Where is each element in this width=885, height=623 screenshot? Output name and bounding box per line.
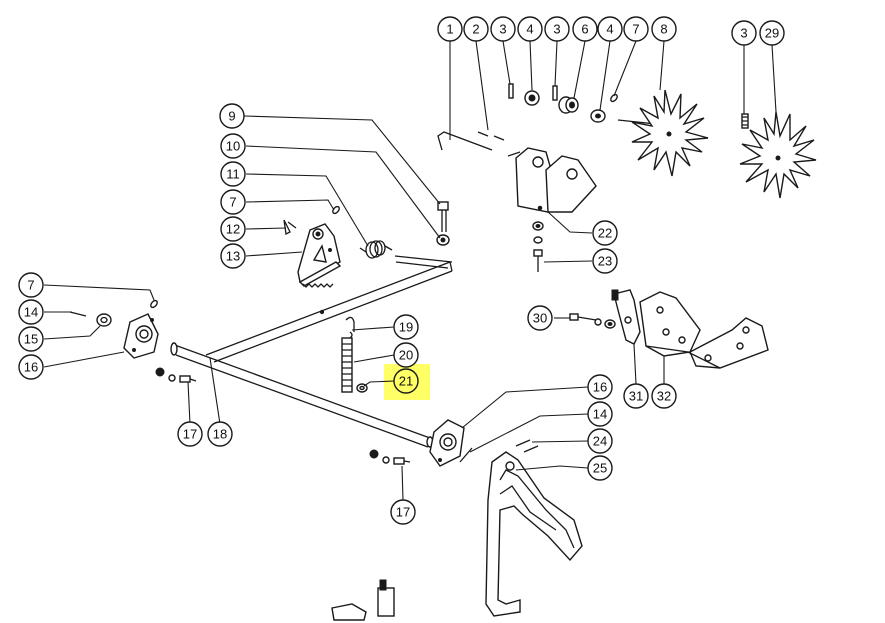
callout-label: 24 — [593, 434, 607, 449]
callout-c-11: 11 — [220, 161, 246, 187]
callout-c-3c: 3 — [731, 20, 757, 46]
callout-c-23: 23 — [592, 248, 618, 274]
callout-label: 2 — [472, 22, 479, 37]
callout-c-15: 15 — [18, 326, 44, 352]
callout-label: 16 — [593, 380, 607, 395]
callout-c-13: 13 — [220, 243, 246, 269]
callout-label: 3 — [553, 22, 560, 37]
clip-12 — [283, 219, 297, 235]
callout-label: 20 — [399, 348, 413, 363]
left-bearing-16 — [69, 299, 197, 383]
callout-label: 8 — [660, 22, 667, 37]
callout-c-8: 8 — [651, 16, 677, 42]
bracket-32 — [639, 291, 769, 369]
callout-label: 1 — [446, 22, 453, 37]
bolt-9 — [436, 201, 450, 246]
ratchet-bracket-13 — [297, 205, 342, 288]
callout-c-4a: 4 — [517, 16, 543, 42]
callout-label: 30 — [533, 311, 547, 326]
callout-c-7a: 7 — [623, 16, 649, 42]
callout-c-25: 25 — [587, 455, 613, 481]
callout-c-19: 19 — [393, 314, 419, 340]
callout-label: 14 — [593, 407, 607, 422]
callout-c-2: 2 — [463, 16, 489, 42]
frame-rail — [205, 255, 453, 363]
callout-label: 4 — [606, 22, 613, 37]
callout-label: 16 — [24, 360, 38, 375]
callout-c-18: 18 — [207, 421, 233, 447]
callout-label: 6 — [581, 22, 588, 37]
callout-c-7b: 7 — [220, 189, 246, 215]
arm-25 — [485, 439, 583, 617]
star-wheel-29 — [739, 111, 817, 199]
callout-c-20: 20 — [393, 342, 419, 368]
callout-label: 10 — [226, 139, 240, 154]
callout-label: 3 — [740, 26, 747, 41]
callout-c-32: 32 — [651, 383, 677, 409]
bracket-22 — [515, 147, 597, 272]
callout-label: 13 — [226, 249, 240, 264]
callout-c-31: 31 — [623, 383, 649, 409]
callout-c-22: 22 — [592, 220, 618, 246]
callout-label: 23 — [598, 254, 612, 269]
callout-label: 18 — [213, 427, 227, 442]
callout-label: 17 — [183, 427, 197, 442]
callout-c-21: 21 — [393, 368, 419, 394]
callout-label: 21 — [399, 374, 413, 389]
callout-c-29: 29 — [759, 20, 785, 46]
callout-label: 9 — [228, 109, 235, 124]
callout-label: 29 — [765, 26, 779, 41]
callout-label: 12 — [226, 222, 240, 237]
callout-label: 32 — [657, 389, 671, 404]
callout-label: 14 — [24, 305, 38, 320]
callout-c-24: 24 — [587, 428, 613, 454]
callout-c-3b: 3 — [544, 16, 570, 42]
callout-c-17b: 17 — [390, 499, 416, 525]
callout-label: 3 — [499, 22, 506, 37]
callout-c-16b: 16 — [587, 374, 613, 400]
callout-c-30: 30 — [527, 305, 553, 331]
callout-c-12: 12 — [220, 216, 246, 242]
leader-lines — [43, 40, 777, 501]
callout-c-7c: 7 — [18, 272, 44, 298]
callout-label: 15 — [24, 332, 38, 347]
callout-c-14b: 14 — [587, 401, 613, 427]
callout-c-9: 9 — [219, 103, 245, 129]
star-wheel-8 — [631, 89, 709, 177]
callout-c-10: 10 — [220, 133, 246, 159]
callout-label: 4 — [526, 22, 533, 37]
bottom-partial-parts — [331, 579, 395, 621]
tension-spring-20 — [341, 316, 368, 393]
callout-label: 7 — [229, 195, 236, 210]
callout-c-6: 6 — [572, 16, 598, 42]
callout-label: 7 — [632, 22, 639, 37]
callout-c-3a: 3 — [490, 16, 516, 42]
callout-c-16a: 16 — [18, 354, 44, 380]
callout-label: 17 — [396, 505, 410, 520]
top-pin-1 — [437, 83, 657, 157]
callout-c-14a: 14 — [18, 299, 44, 325]
right-bearing-16 — [369, 419, 473, 467]
callout-label: 19 — [399, 320, 413, 335]
callout-c-17a: 17 — [177, 421, 203, 447]
callout-label: 31 — [629, 389, 643, 404]
callout-label: 22 — [598, 226, 612, 241]
callout-c-1: 1 — [437, 16, 463, 42]
callout-label: 11 — [226, 167, 240, 182]
callout-label: 25 — [593, 461, 607, 476]
lever-31 — [569, 289, 641, 345]
callout-c-4b: 4 — [597, 16, 623, 42]
coil-spring-11 — [359, 240, 393, 259]
callout-label: 7 — [27, 278, 34, 293]
